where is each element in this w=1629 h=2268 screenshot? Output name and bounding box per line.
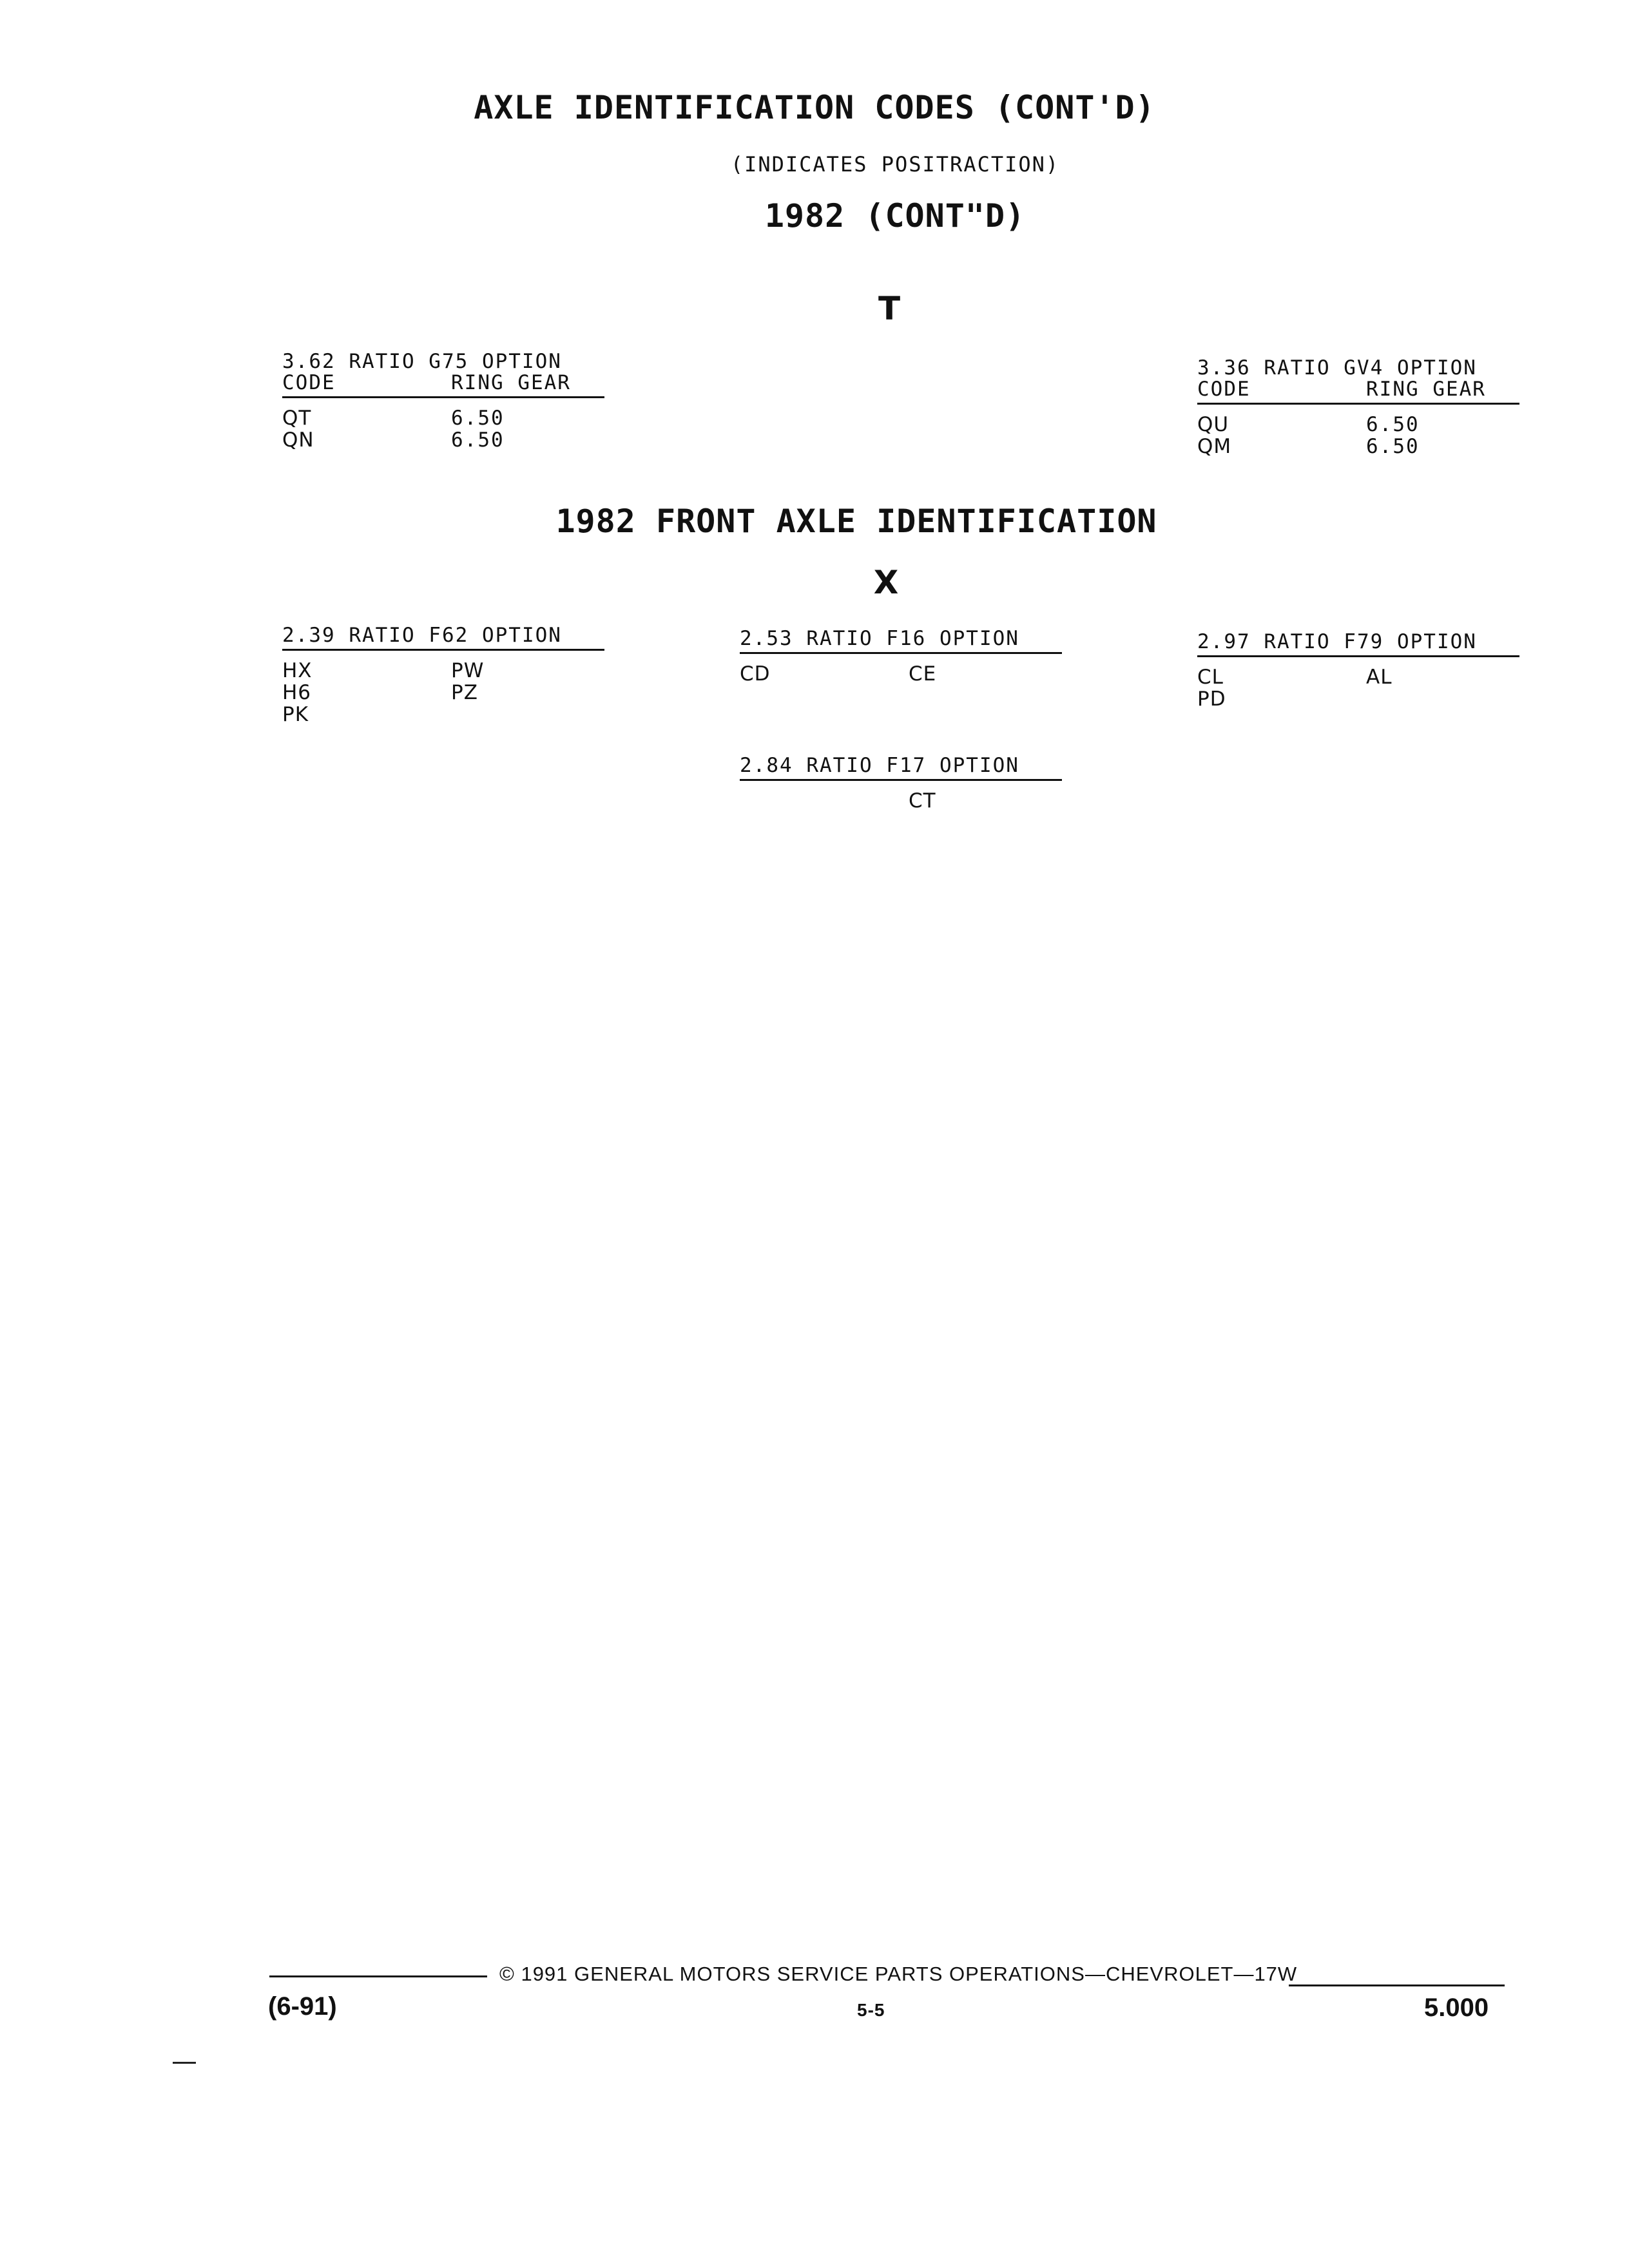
rear-table-2: 3.36 RATIO GV4 OPTION CODE RING GEAR QU … (1197, 358, 1519, 457)
rear-table-1-col-code: CODE (282, 371, 336, 394)
front-axle-heading: 1982 FRONT AXLE IDENTIFICATION (555, 503, 1157, 540)
front-table-f79-title: 2.97 RATIO F79 OPTION (1197, 631, 1519, 657)
page-subtitle: (INDICATES POSITRACTION) (730, 152, 1060, 177)
rear-table-2-col-code: CODE (1197, 378, 1251, 401)
table-row: CT (909, 789, 936, 812)
table-row: QN 6.50 (282, 428, 505, 452)
rear-table-2-title: 3.36 RATIO GV4 OPTION (1197, 356, 1477, 380)
table-row: HX PW (282, 659, 485, 682)
rear-table-1-col-ring-gear: RING GEAR (451, 371, 571, 394)
table-row: CD CE (740, 662, 937, 686)
rear-table-1: 3.62 RATIO G75 OPTION CODE RING GEAR QT … (282, 351, 604, 451)
front-table-f16-title: 2.53 RATIO F16 OPTION (740, 628, 1062, 654)
table-row: PK (282, 703, 309, 726)
rear-table-2-header: CODE RING GEAR (1197, 379, 1519, 405)
front-table-f17-title: 2.84 RATIO F17 OPTION (740, 755, 1062, 781)
table-row: CL AL (1197, 666, 1393, 689)
scan-mark (173, 2062, 196, 2064)
footer-page-number: 5-5 (857, 2000, 885, 2020)
footer-rule-left (269, 1975, 487, 1977)
rear-table-1-title: 3.62 RATIO G75 OPTION (282, 350, 562, 373)
footer-copyright: © 1991 GENERAL MOTORS SERVICE PARTS OPER… (499, 1963, 1298, 1985)
front-table-f62-title: 2.39 RATIO F62 OPTION (282, 625, 604, 651)
front-table-f79: 2.97 RATIO F79 OPTION CL AL PD (1197, 631, 1519, 710)
table-row: QT 6.50 (282, 407, 505, 430)
rear-table-1-header: CODE RING GEAR (282, 372, 604, 398)
footer-section-number: 5.000 (1424, 1994, 1489, 2022)
rear-section-letter: T (878, 290, 901, 327)
table-row: H6 PZ (282, 681, 478, 704)
front-section-letter: X (873, 564, 899, 601)
footer-rule-right (1289, 1984, 1505, 1986)
front-table-f17: 2.84 RATIO F17 OPTION CT (740, 755, 1062, 812)
table-row: PD (1197, 687, 1226, 711)
year-heading: 1982 (CONT"D) (764, 197, 1026, 235)
front-table-f62: 2.39 RATIO F62 OPTION HX PW H6 PZ PK (282, 625, 604, 726)
table-row: QM 6.50 (1197, 435, 1420, 458)
table-row: QU 6.50 (1197, 413, 1420, 436)
page-title: AXLE IDENTIFICATION CODES (CONT'D) (474, 89, 1155, 126)
front-table-f16: 2.53 RATIO F16 OPTION CD CE (740, 628, 1062, 685)
footer-date-code: (6-91) (268, 1992, 337, 2021)
rear-table-2-col-ring-gear: RING GEAR (1366, 378, 1486, 401)
